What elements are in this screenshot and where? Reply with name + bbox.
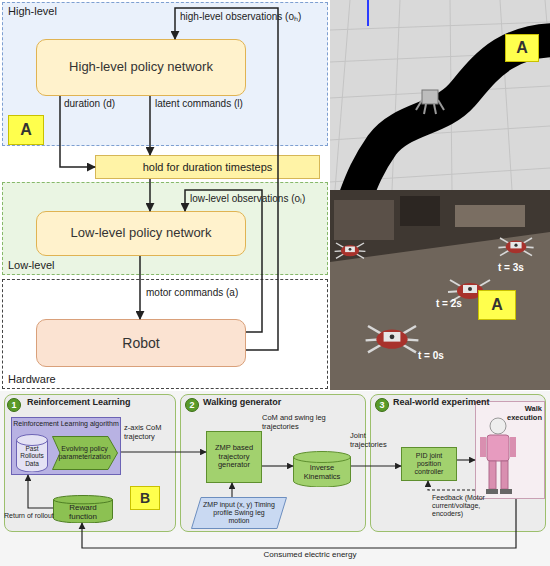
node-text: PID joint position controller	[404, 452, 454, 476]
edge-label: CoM and swing leg trajectories	[262, 414, 352, 431]
node-text: Reward function	[55, 503, 111, 521]
node-text: Inverse Kinematics	[295, 464, 349, 481]
node-text: Walk execution	[504, 405, 542, 422]
policy-box: High-level policy network	[36, 39, 246, 96]
connector	[149, 179, 151, 211]
node-text: A	[516, 39, 528, 57]
node-text: Real-world experiment	[393, 397, 490, 407]
edge-label: Feedback (Motor current/voltage, encoder…	[432, 494, 506, 518]
connector	[428, 481, 475, 490]
input-parallelogram: ZMP input (x, y) Timing profile Swing le…	[191, 497, 287, 529]
node-text: Hardware	[8, 373, 56, 386]
edge-label: motor commands (a)	[146, 287, 266, 299]
node-text: Past Rollouts Data	[17, 445, 47, 467]
node-text: 2	[189, 400, 194, 410]
connector	[175, 8, 278, 350]
node-text: ZMP input (x, y) Timing profile Swing le…	[203, 501, 275, 525]
panel-tag: A	[8, 115, 44, 145]
edge-label: low-level observations (oₗ)	[190, 193, 325, 205]
node-text: Robot	[122, 335, 159, 351]
bottom-background	[0, 391, 550, 566]
time-label: t = 2s	[436, 298, 462, 309]
node-text: Reinforcement Learning algorithm	[12, 420, 120, 428]
node-text: A	[20, 121, 32, 139]
node-text: B	[140, 490, 150, 506]
connector	[121, 451, 206, 452]
node-text: ZMP based trajectory generator	[209, 444, 259, 470]
level-band: High-levelHigh-level policy network	[2, 2, 328, 146]
node-text: 1	[11, 400, 16, 410]
node-text: Reinforcement Learning	[27, 397, 131, 407]
controller-box: PID joint position controller	[401, 447, 457, 481]
robot-box: Robot	[36, 319, 246, 367]
node-text: High-level policy network	[69, 60, 213, 75]
connector	[185, 190, 262, 332]
node-text: A	[491, 296, 503, 314]
process-cylinder: Inverse Kinematics	[293, 451, 351, 487]
policy-box: Low-level policy network	[36, 211, 246, 256]
panel-tag: A	[505, 34, 539, 62]
connector	[262, 465, 293, 466]
panel-tag: B	[130, 486, 160, 510]
time-label: t = 0s	[418, 350, 444, 361]
edge-label: Return of rollout	[4, 512, 54, 520]
node-text: hold for duration timesteps	[143, 161, 273, 174]
simulation-scene	[330, 0, 550, 196]
node-text: Low-level policy network	[71, 226, 212, 241]
step-number: 1	[7, 398, 21, 412]
time-label: t = 3s	[498, 262, 524, 273]
node-text: 3	[379, 400, 384, 410]
reward-cylinder: Reward function	[53, 495, 113, 523]
robot-photo: Walk execution	[475, 401, 545, 499]
algorithm-box: Reinforcement Learning algorithmPast Rol…	[11, 417, 121, 475]
node-text: Evolving policy parameterization	[58, 445, 110, 461]
connector	[28, 475, 53, 508]
node-text: Low-level	[8, 259, 54, 272]
edge-label: Joint trajectories	[350, 432, 400, 449]
connector	[457, 459, 475, 460]
edge-label: high-level observations (oₕ)	[180, 11, 328, 23]
edge-label: Consumed electric energy	[230, 550, 390, 559]
edge-label: duration (d)	[64, 98, 144, 110]
node-text: High-level	[8, 5, 57, 18]
stage-panel: Reinforcement Learning 1Reinforcement Lea…	[4, 394, 176, 532]
process-box: ZMP based trajectory generator	[206, 431, 262, 483]
hold-box: hold for duration timesteps	[95, 155, 320, 179]
node-text: Walking generator	[203, 397, 281, 407]
panel-tag: A	[478, 290, 516, 320]
lab-photo	[330, 190, 550, 390]
connector	[351, 465, 401, 466]
data-cylinder: Past Rollouts Data	[16, 434, 48, 472]
connector	[149, 96, 151, 155]
policy-arrow: Evolving policy parameterization	[52, 436, 118, 470]
connector	[231, 483, 232, 497]
step-number: 2	[185, 398, 199, 412]
edge-label: latent commands (l)	[155, 98, 275, 110]
edge-label: z-axis CoM trajectory	[124, 424, 186, 441]
connector	[139, 256, 141, 319]
step-number: 3	[375, 398, 389, 412]
